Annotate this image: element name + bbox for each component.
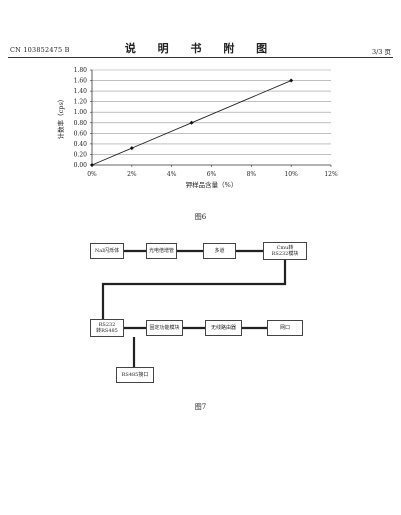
x-tick-label: 12% <box>324 171 338 178</box>
y-tick-label: 1.60 <box>74 78 88 85</box>
data-point <box>90 163 94 167</box>
patent-number: CN 103852475 B <box>10 46 70 54</box>
y-tick-label: 1.40 <box>74 88 88 95</box>
x-tick-label: 6% <box>207 171 217 178</box>
y-tick-label: 1.20 <box>74 99 88 106</box>
y-tick-label: 1.80 <box>74 67 88 74</box>
data-point <box>129 146 134 151</box>
nai-scintillator-block: NaI闪烁体 <box>90 243 124 259</box>
fixed-function-block: 固定功能模块 <box>146 320 183 336</box>
wireless-router-block: 无线路由器 <box>205 320 242 336</box>
rs232-module-block: Cmu转 RS232模块 <box>263 242 307 260</box>
rs485-interface-block: RS485接口 <box>116 367 154 383</box>
rs232-rs485-block: RS232 转RS485 <box>90 319 124 337</box>
pmt-block: 光电倍增管 <box>146 243 177 259</box>
x-tick-label: 4% <box>167 171 177 178</box>
y-tick-label: 1.00 <box>74 109 88 116</box>
x-tick-label: 2% <box>127 171 137 178</box>
data-point <box>289 78 294 83</box>
series-line <box>91 80 292 166</box>
page-number: 3/3 页 <box>371 48 391 56</box>
page-title: 说 明 书 附 图 <box>124 42 277 55</box>
y-axis-label: 计数率（cps） <box>56 96 65 140</box>
x-tick-label: 0% <box>87 171 97 178</box>
data-point <box>189 120 194 125</box>
multichannel-block: 多道 <box>203 243 236 259</box>
y-tick-label: 0.20 <box>74 151 88 158</box>
calibration-chart: 0.00 0.20 0.40 0.60 0.80 1.00 1.20 1.40 1.60 1.80… <box>56 67 338 189</box>
link-b4-b5 <box>101 260 287 319</box>
x-tick-label: 8% <box>247 171 257 178</box>
header-divider <box>8 57 393 58</box>
y-tick-label: 0.40 <box>74 141 88 148</box>
figure-6-label: 图6 <box>194 213 207 221</box>
y-tick-label: 0.60 <box>74 130 88 137</box>
y-tick-label: 0.00 <box>74 162 88 169</box>
figure-7-label: 图7 <box>194 403 207 411</box>
x-axis-label: 钾样品含量（%） <box>186 180 238 189</box>
network-port-block: 网口 <box>267 320 303 336</box>
x-tick-label: 10% <box>284 171 298 178</box>
y-tick-label: 0.80 <box>74 120 88 127</box>
